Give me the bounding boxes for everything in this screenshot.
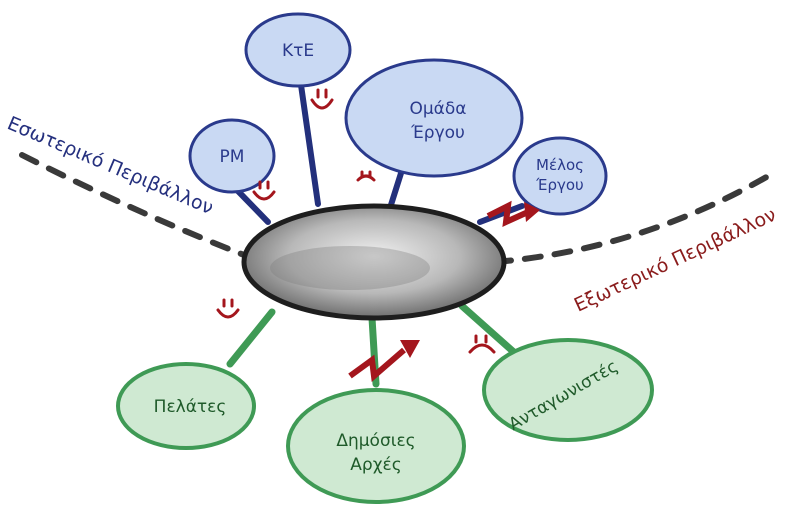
arrow-authorities: [350, 340, 420, 376]
node-competitors: Ανταγωνιστές: [484, 340, 652, 440]
node-clients: Πελάτες: [118, 364, 254, 448]
face-kte: [312, 90, 332, 108]
internal-environment-label: Εσωτερικό Περιβάλλον: [4, 112, 216, 219]
node-public-authorities-line2: Αρχές: [350, 455, 401, 475]
node-project-team-line1: Ομάδα: [409, 99, 466, 119]
face-team: [358, 172, 374, 180]
node-public-authorities: Δημόσιες Αρχές: [288, 390, 464, 502]
face-clients: [218, 300, 238, 317]
project-ellipse-texture: [270, 246, 430, 290]
node-kte: ΚτΕ: [246, 14, 350, 86]
node-team-member-line2: Έργου: [535, 176, 583, 194]
node-pm-label: PM: [220, 147, 245, 167]
node-project-team: Ομάδα Έργου: [346, 60, 522, 176]
node-public-authorities-line1: Δημόσιες: [336, 431, 415, 451]
node-team-member: Μέλος Έργου: [514, 138, 606, 214]
node-kte-label: ΚτΕ: [282, 41, 314, 61]
node-team-member-line1: Μέλος: [536, 156, 584, 174]
node-clients-label: Πελάτες: [154, 397, 227, 417]
node-pm: PM: [190, 120, 274, 192]
node-project-team-line2: Έργου: [410, 123, 465, 143]
face-competitors: [470, 336, 494, 352]
